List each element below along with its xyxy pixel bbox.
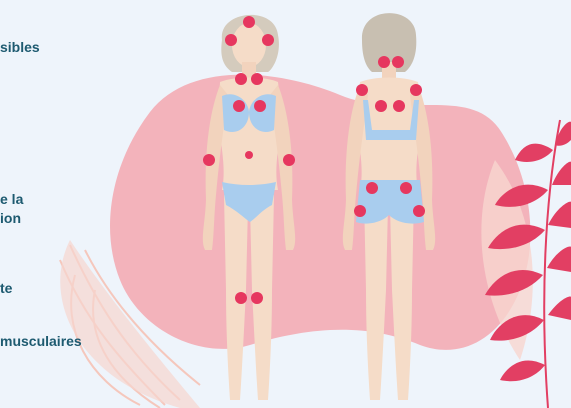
marker-temple-left bbox=[225, 34, 237, 46]
label-text-3: te bbox=[0, 279, 12, 298]
pink-blob bbox=[110, 75, 530, 350]
marker-upper-back-left bbox=[375, 100, 387, 112]
label-text-2a: e la bbox=[0, 190, 23, 209]
marker-navel bbox=[245, 151, 253, 159]
marker-knee-left bbox=[235, 292, 247, 304]
marker-head-top bbox=[243, 16, 255, 28]
marker-back-neck-left bbox=[378, 56, 390, 68]
label-text-4: musculaires bbox=[0, 332, 82, 351]
marker-neck-right bbox=[251, 73, 263, 85]
marker-elbow-right bbox=[283, 154, 295, 166]
marker-back-neck-right bbox=[392, 56, 404, 68]
marker-temple-right bbox=[262, 34, 274, 46]
marker-chest-left bbox=[233, 100, 245, 112]
marker-upper-back-right bbox=[393, 100, 405, 112]
marker-neck-left bbox=[235, 73, 247, 85]
marker-buttock-right bbox=[413, 205, 425, 217]
label-text-1: sibles bbox=[0, 38, 40, 57]
marker-chest-right bbox=[254, 100, 266, 112]
marker-hip-right bbox=[400, 182, 412, 194]
label-text-2b: ion bbox=[0, 209, 21, 228]
marker-elbow-left bbox=[203, 154, 215, 166]
marker-shoulder-right bbox=[410, 84, 422, 96]
marker-buttock-left bbox=[354, 205, 366, 217]
marker-hip-left bbox=[366, 182, 378, 194]
marker-shoulder-left bbox=[356, 84, 368, 96]
marker-knee-right bbox=[251, 292, 263, 304]
